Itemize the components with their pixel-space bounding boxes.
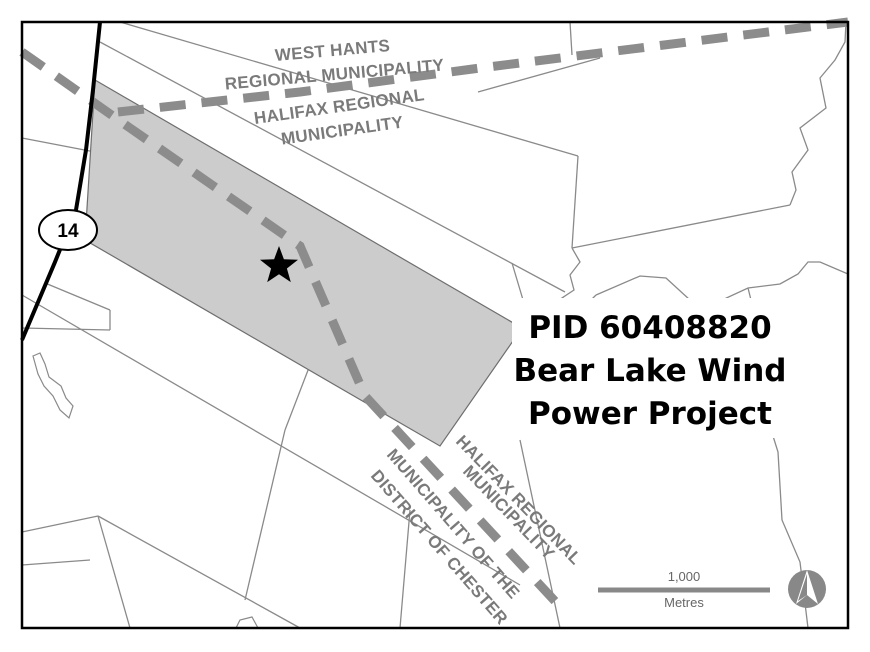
municipal-boundary-line-north xyxy=(117,17,849,117)
highway-14-road xyxy=(20,21,102,341)
small-lake-west xyxy=(32,352,74,420)
scale-bar: 1,000 Metres xyxy=(592,560,782,610)
map-frame xyxy=(20,20,850,630)
scale-unit: Metres xyxy=(664,595,704,610)
halifax-north-label: HALIFAX REGIONAL MUNICIPALITY xyxy=(253,85,426,148)
highway-number: 14 xyxy=(57,221,79,242)
small-lake-southeast xyxy=(235,616,259,629)
title-line-1: PID 60408820 xyxy=(528,310,771,346)
title-line-2: Bear Lake Wind xyxy=(513,353,786,389)
map-title: PID 60408820 Bear Lake Wind Power Projec… xyxy=(512,298,792,438)
north-arrow-icon xyxy=(788,570,826,608)
lake-shoreline xyxy=(560,21,849,629)
property-lines xyxy=(21,21,791,629)
title-line-3: Power Project xyxy=(528,396,772,432)
highway-shield: 14 xyxy=(38,209,98,251)
star-icon xyxy=(260,246,298,283)
municipal-boundary-line xyxy=(19,48,569,616)
scale-value: 1,000 xyxy=(668,569,701,584)
